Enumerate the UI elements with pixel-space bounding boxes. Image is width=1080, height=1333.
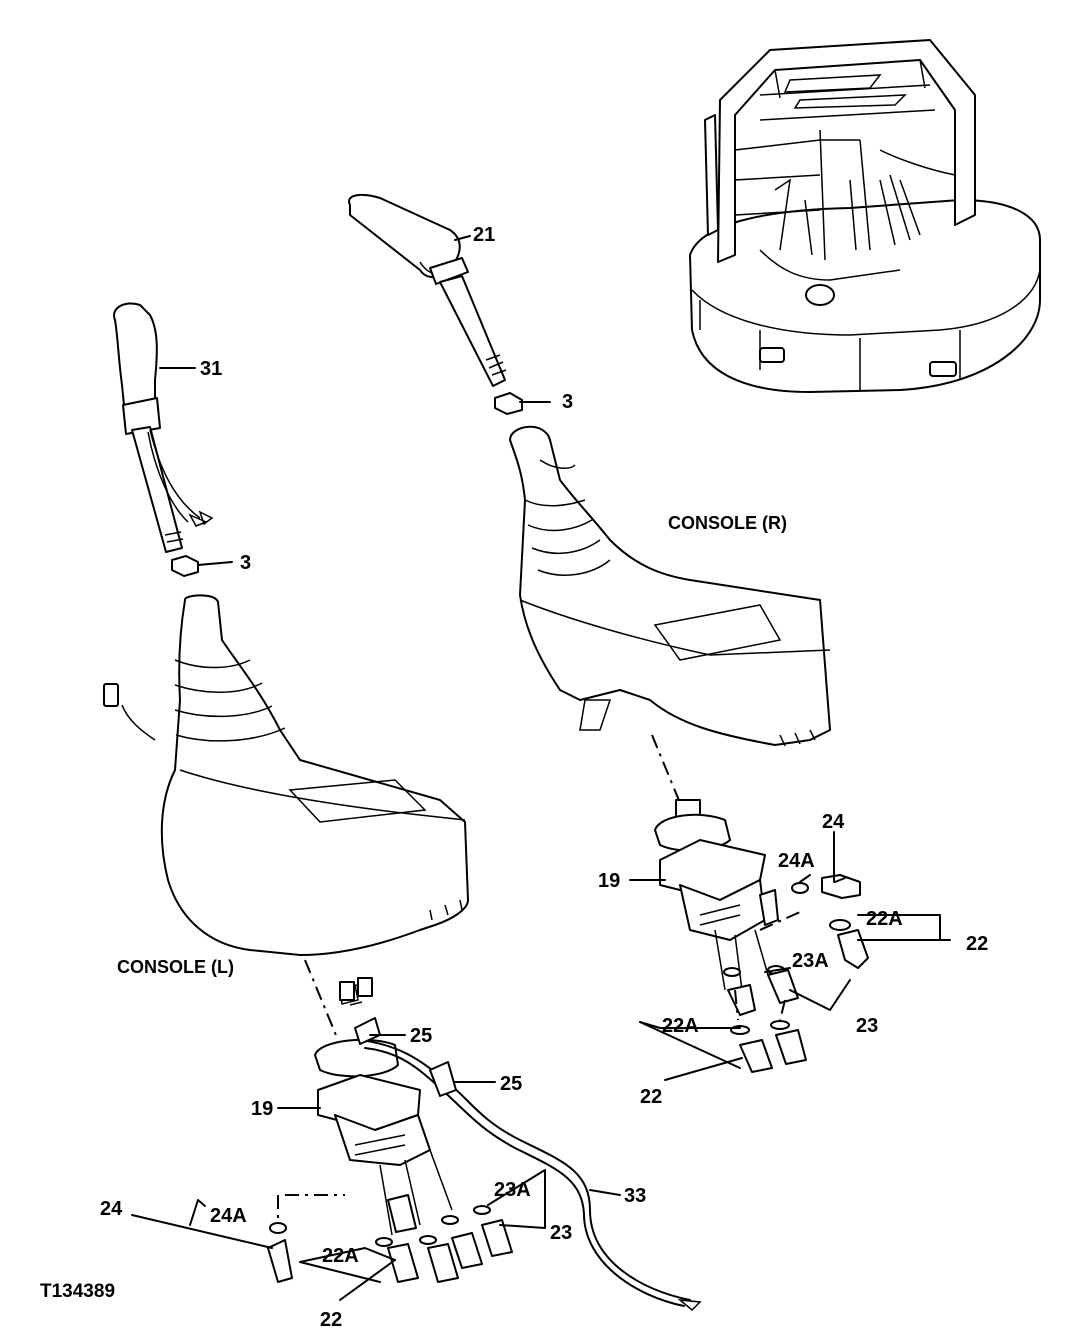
- callout-3-upper: 3: [562, 391, 573, 413]
- console-right: [509, 425, 831, 747]
- callout-22a-left: 22A: [322, 1245, 359, 1267]
- callout-22a-right-lower: 22A: [662, 1015, 699, 1037]
- left-lever-grip-31: [113, 302, 214, 553]
- callout-24a-right: 24A: [778, 850, 815, 872]
- callout-24-left: 24: [100, 1198, 123, 1220]
- nut-3-upper: [494, 392, 523, 415]
- callout-22-left: 22: [320, 1309, 342, 1331]
- right-lever-grip-21: [348, 193, 507, 387]
- figure-id: T134389: [40, 1281, 115, 1302]
- excavator-cab-illustration: [689, 39, 1041, 393]
- callout-19-left: 19: [251, 1098, 273, 1120]
- callout-19-right: 19: [598, 870, 620, 892]
- callout-22a-right: 22A: [866, 908, 903, 930]
- callout-labels: 21 31 3 3 CONSOLE (R) CONSOLE (L) 24 24A…: [40, 224, 988, 1331]
- callout-24-right: 24: [822, 811, 845, 833]
- callout-23-right: 23: [856, 1015, 878, 1037]
- callout-22-right: 22: [966, 933, 988, 955]
- callout-23-left: 23: [550, 1222, 572, 1244]
- console-right-label: CONSOLE (R): [668, 513, 787, 533]
- callout-23a-right: 23A: [792, 950, 829, 972]
- wire-harness-33: [339, 977, 702, 1312]
- console-left: [103, 594, 469, 956]
- callout-25-upper: 25: [410, 1025, 432, 1047]
- callout-3-lower: 3: [240, 552, 251, 574]
- nut-3-lower: [171, 555, 199, 577]
- callout-31: 31: [200, 358, 222, 380]
- pilot-valve-left-19: [304, 959, 453, 1236]
- callout-25-lower: 25: [500, 1073, 522, 1095]
- left-fittings: [267, 1194, 513, 1283]
- leader-lines: [131, 235, 951, 1301]
- callout-23a-left: 23A: [494, 1179, 531, 1201]
- callout-22-right-lower: 22: [640, 1086, 662, 1108]
- callout-33: 33: [624, 1185, 646, 1207]
- pilot-valve-right-19: [651, 734, 779, 991]
- callout-21: 21: [473, 224, 495, 246]
- console-left-label: CONSOLE (L): [117, 957, 234, 977]
- callout-24a-left: 24A: [210, 1205, 247, 1227]
- right-fittings: [723, 874, 869, 1073]
